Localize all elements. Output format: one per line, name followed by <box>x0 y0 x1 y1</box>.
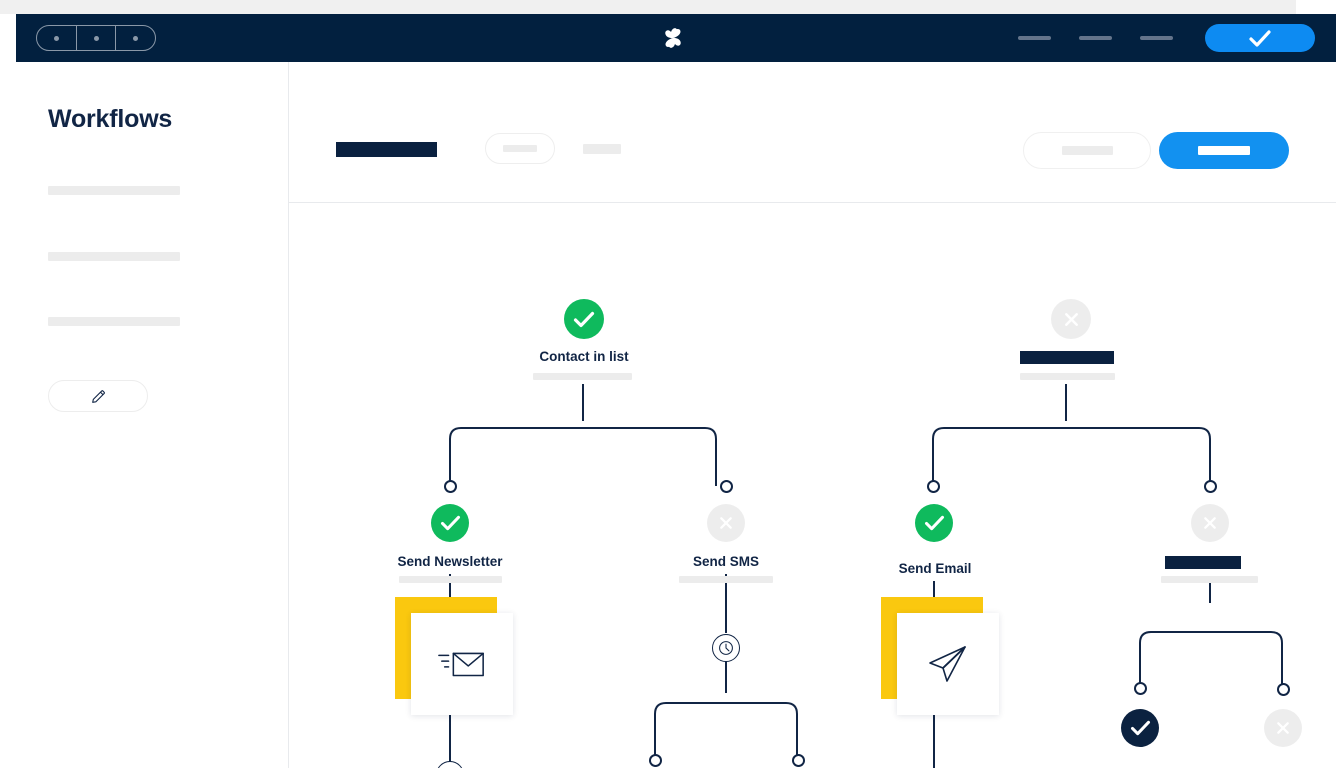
close-icon <box>720 517 732 529</box>
nav-item-2[interactable] <box>1079 36 1112 40</box>
card-newsletter[interactable] <box>395 597 513 715</box>
app-window: Workflows <box>16 14 1336 768</box>
top-nav <box>1018 14 1315 62</box>
toolbar-secondary-label <box>1061 146 1113 155</box>
card-face <box>897 613 999 715</box>
status-badge-failed <box>707 504 745 542</box>
node-send-email[interactable] <box>915 504 953 542</box>
nav-item-3[interactable] <box>1140 36 1173 40</box>
status-badge-success <box>564 299 604 339</box>
node-right-leaf-no[interactable] <box>1264 709 1302 747</box>
top-bar <box>16 14 1336 62</box>
port-branch-right[interactable] <box>1204 480 1217 493</box>
page-title: Workflows <box>48 105 173 133</box>
pinwheel-logo-icon <box>660 25 686 51</box>
page-background-strip <box>0 0 1336 14</box>
status-badge-failed <box>1051 299 1091 339</box>
workflow-title-placeholder <box>336 142 437 157</box>
page-background-fill <box>0 0 1296 14</box>
status-badge-success <box>431 504 469 542</box>
connector-wires <box>449 384 1283 768</box>
close-icon <box>1204 517 1216 529</box>
nav-item-1[interactable] <box>1018 36 1051 40</box>
port-newsletter[interactable] <box>444 480 457 493</box>
node-subtitle-placeholder <box>1020 373 1115 380</box>
envelope-icon <box>438 652 484 677</box>
window-control-2[interactable] <box>77 26 117 50</box>
port-sms[interactable] <box>720 480 733 493</box>
status-badge-failed <box>1264 709 1302 747</box>
node-right-leaf-yes[interactable] <box>1121 709 1159 747</box>
node-branch-right[interactable] <box>1191 504 1229 542</box>
check-icon <box>573 311 595 327</box>
node-contact-in-list[interactable] <box>564 299 604 339</box>
window-control-1[interactable] <box>37 26 77 50</box>
card-face <box>411 613 513 715</box>
check-icon <box>440 515 460 531</box>
node-subtitle-placeholder <box>1161 576 1258 583</box>
toolbar-primary-label <box>1198 146 1250 155</box>
sidebar: Workflows <box>16 62 289 768</box>
node-send-newsletter[interactable] <box>431 504 469 542</box>
node-label-contact-in-list: Contact in list <box>539 349 629 364</box>
top-bar-confirm-button[interactable] <box>1205 24 1315 52</box>
paper-plane-icon <box>929 646 966 682</box>
port-sms-leaf-yes[interactable] <box>649 754 662 767</box>
node-label-send-email: Send Email <box>898 561 972 576</box>
edit-button[interactable] <box>48 380 148 412</box>
port-email[interactable] <box>927 480 940 493</box>
port-right-leaf-yes[interactable] <box>1134 682 1147 695</box>
sidebar-item-2[interactable] <box>48 252 180 261</box>
content-area: Contact in list <box>289 62 1336 768</box>
pencil-icon <box>91 389 105 403</box>
status-badge-failed <box>1191 504 1229 542</box>
clock-icon <box>719 641 733 655</box>
workflow-canvas[interactable]: Contact in list <box>289 203 1336 768</box>
status-badge-selected <box>1121 709 1159 747</box>
window-controls[interactable] <box>36 25 156 51</box>
card-email[interactable] <box>881 597 999 715</box>
toolbar-primary-button[interactable] <box>1159 132 1289 169</box>
window-control-3[interactable] <box>116 26 155 50</box>
toolbar-tab-label <box>503 145 537 152</box>
check-icon <box>1249 29 1271 47</box>
workflow-toolbar <box>289 62 1336 203</box>
delay-sms[interactable] <box>712 634 740 662</box>
node-label-placeholder-branch-right <box>1165 556 1241 569</box>
close-icon <box>1064 312 1078 326</box>
node-label-send-sms: Send SMS <box>692 554 759 569</box>
toolbar-secondary-button[interactable] <box>1023 132 1151 169</box>
close-icon <box>1277 722 1289 734</box>
node-subtitle-placeholder <box>399 576 502 583</box>
toolbar-tab-pill[interactable] <box>485 133 555 164</box>
node-subtitle-placeholder <box>533 373 632 380</box>
dot-icon <box>133 35 139 41</box>
node-send-sms[interactable] <box>707 504 745 542</box>
dot-icon <box>53 35 59 41</box>
toolbar-ghost-tab[interactable] <box>583 144 621 154</box>
status-badge-success <box>915 504 953 542</box>
node-label-placeholder-root-right <box>1020 351 1114 364</box>
check-icon <box>1130 720 1150 736</box>
node-label-send-newsletter: Send Newsletter <box>397 554 503 569</box>
node-root-right[interactable] <box>1051 299 1091 339</box>
sidebar-item-1[interactable] <box>48 186 180 195</box>
node-subtitle-placeholder <box>679 576 773 583</box>
port-right-leaf-no[interactable] <box>1277 683 1290 696</box>
sidebar-item-3[interactable] <box>48 317 180 326</box>
dot-icon <box>93 35 99 41</box>
port-sms-leaf-no[interactable] <box>792 754 805 767</box>
check-icon <box>924 515 944 531</box>
